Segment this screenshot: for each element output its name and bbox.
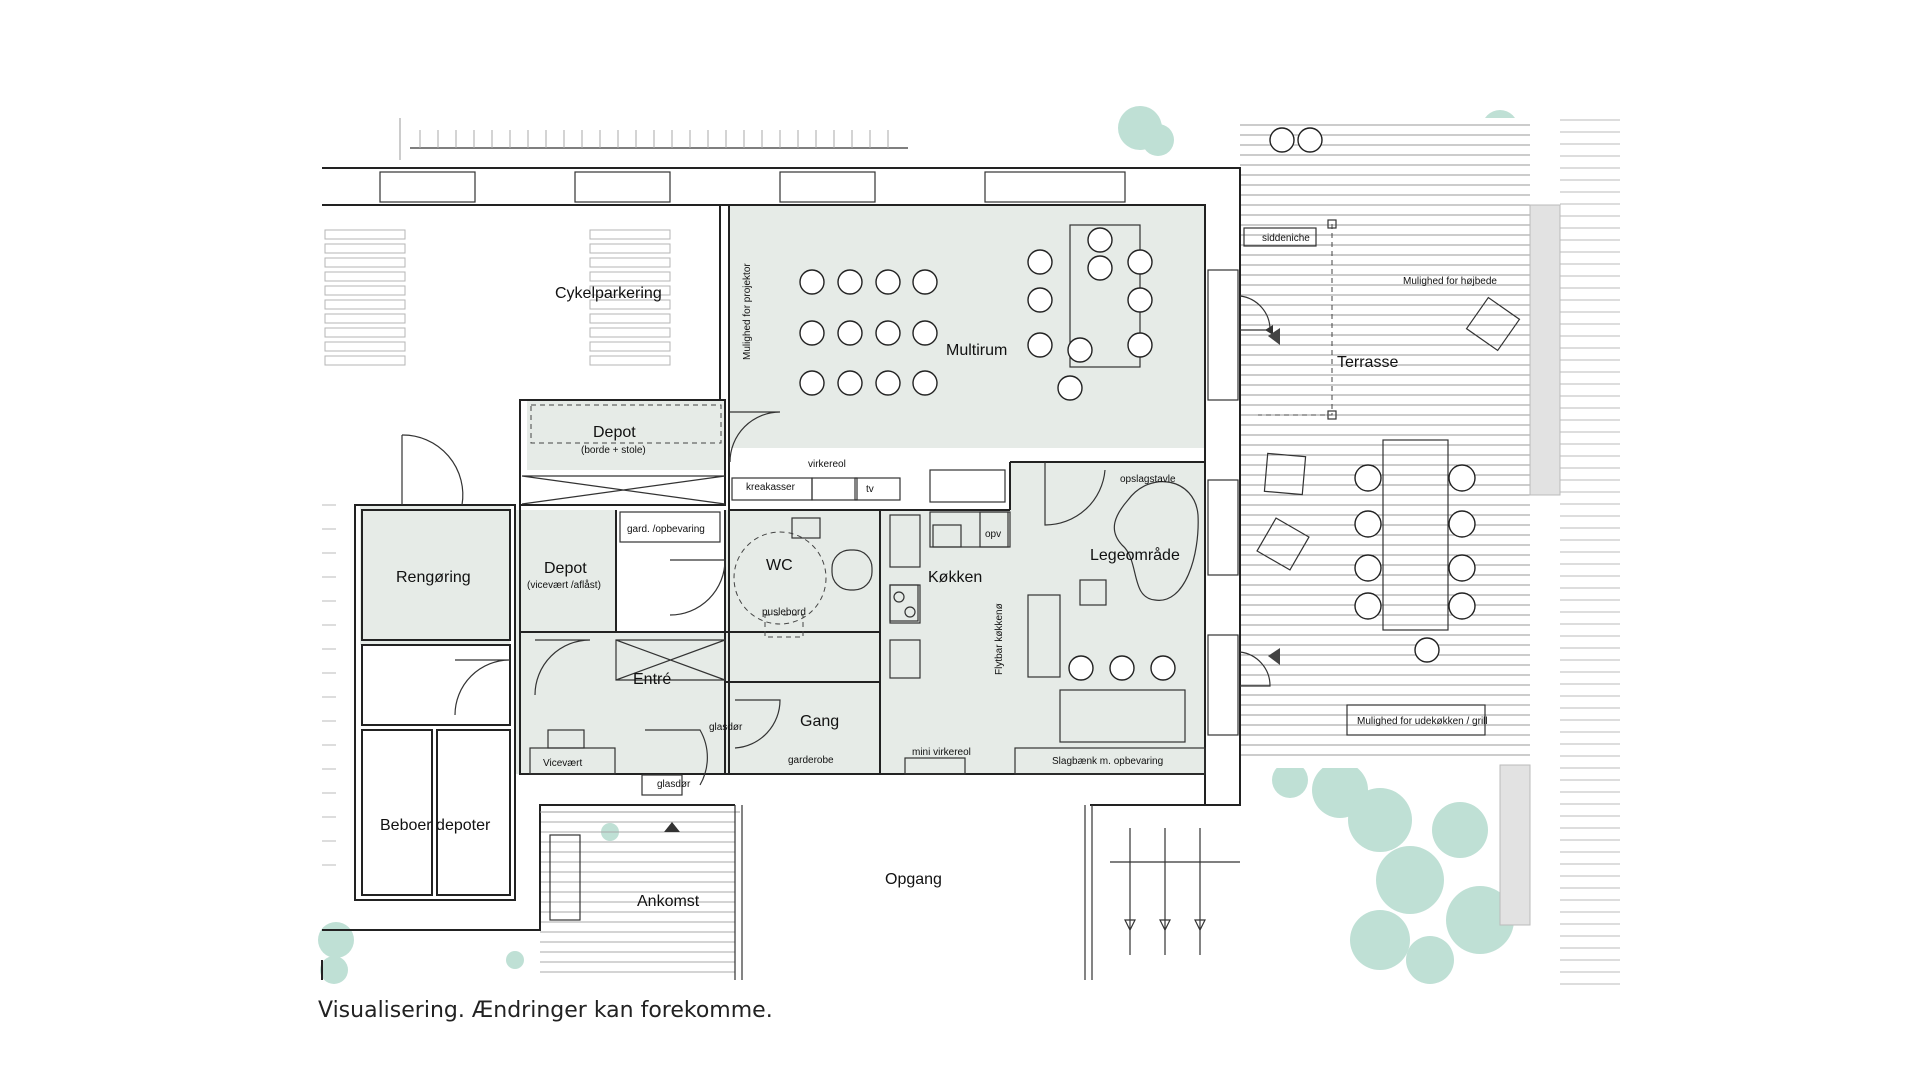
label-koekken: Køkken: [928, 569, 982, 586]
label-wc: WC: [766, 557, 793, 574]
label-opslagstavle: opslagstavle: [1120, 474, 1176, 485]
label-rengoering: Rengøring: [396, 569, 471, 586]
label-opv: opv: [985, 529, 1001, 540]
label-hoejbede: Mulighed for højbede: [1403, 276, 1497, 287]
interior-walls: [354, 204, 1239, 901]
label-depot-left-sub: (vicevært /aflåst): [527, 579, 601, 591]
label-beboer-depoter: Beboer depoter: [380, 817, 491, 834]
label-depot-left: Depot: [544, 560, 587, 577]
room-fills: [360, 205, 1205, 774]
label-depot-top-sub: (borde + stole): [581, 445, 646, 456]
label-glasdoer-2: glasdør: [657, 779, 691, 790]
label-entre: Entré: [633, 671, 671, 688]
label-udekoekken: Mulighed for udekøkken / grill: [1357, 716, 1488, 727]
storage-units: [322, 130, 1521, 980]
label-siddeniche: siddeniche: [1262, 233, 1310, 244]
label-mini-virkereol: mini virkereol: [912, 747, 971, 758]
room-labels: Cykelparkering Multirum Mulighed for pro…: [380, 233, 1497, 910]
label-kreakasser: kreakasser: [746, 482, 796, 493]
label-gang: Gang: [800, 713, 839, 730]
label-terrasse: Terrasse: [1337, 354, 1398, 371]
label-ankomst: Ankomst: [637, 893, 700, 910]
caption: Visualisering. Ændringer kan forekomme.: [318, 998, 773, 1023]
label-cykelparkering: Cykelparkering: [555, 285, 662, 302]
door-swings: [401, 295, 1271, 786]
label-projektor: Mulighed for projektor: [742, 263, 753, 360]
label-depot-top: Depot: [593, 424, 636, 441]
furniture: [799, 127, 1476, 681]
label-flytbar-koekken: Flytbar køkkenø: [994, 603, 1005, 675]
label-glasdoer-1: glasdør: [709, 722, 743, 733]
label-vicevaert: Vicevært: [543, 758, 582, 769]
label-multirum: Multirum: [946, 342, 1007, 359]
label-garderobe: garderobe: [788, 755, 834, 766]
label-tv: tv: [866, 484, 874, 495]
label-puslebord: puslebord: [762, 607, 806, 618]
label-virkereol: virkereol: [808, 459, 846, 470]
label-slagbaenk: Slagbænk m. opbevaring: [1052, 756, 1163, 767]
label-opgang: Opgang: [885, 871, 942, 888]
label-gard-opbevaring: gard. /opbevaring: [627, 524, 705, 535]
terrace-decking: [540, 118, 1620, 985]
label-legeomraade: Legeområde: [1090, 546, 1180, 564]
